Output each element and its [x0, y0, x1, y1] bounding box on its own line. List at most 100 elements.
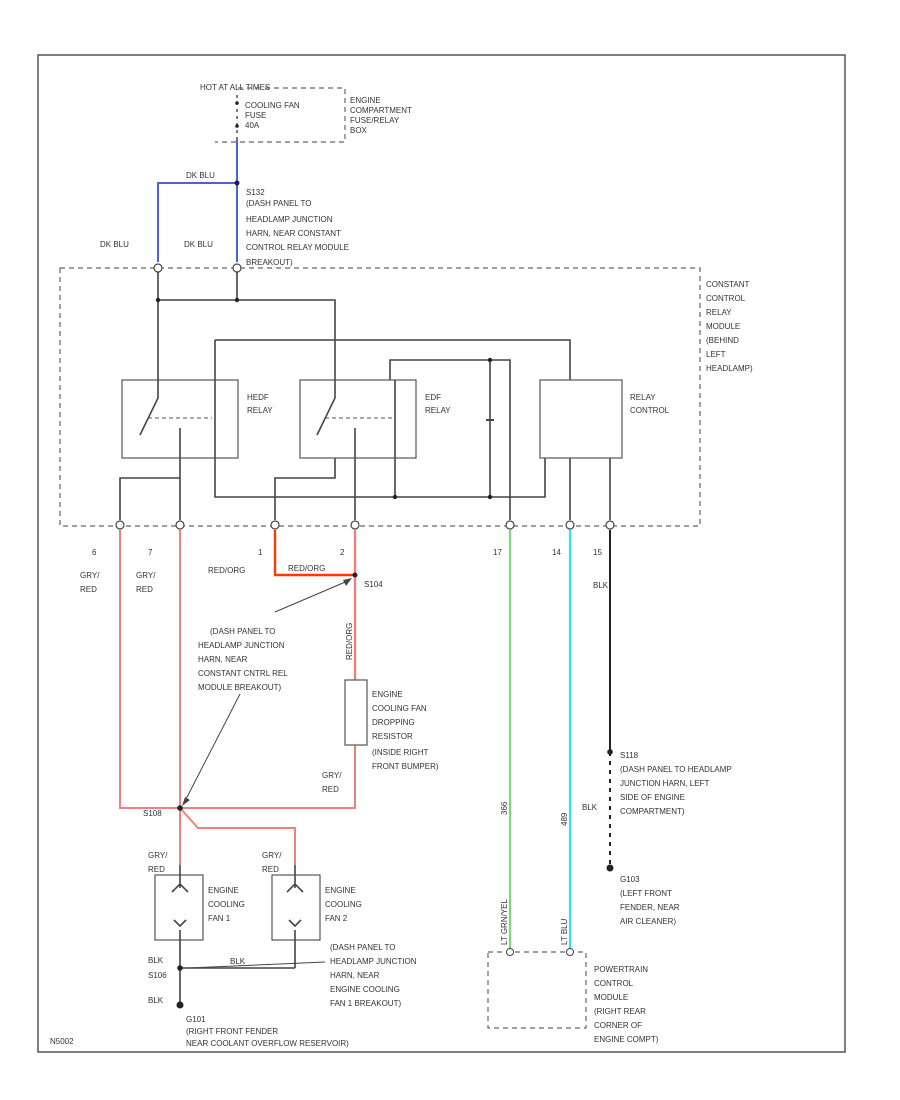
connector-pins	[115, 520, 615, 530]
s108-leader	[183, 693, 241, 804]
fan1-line-3: FAN 1	[208, 914, 231, 923]
splice-s132-id: S132	[246, 188, 265, 197]
dk-blu-wire-branch	[157, 182, 237, 262]
gry-red-mid-label-2: RED	[322, 785, 339, 794]
fuse-box-label-4: BOX	[350, 126, 368, 135]
splice-s108-id: S108	[143, 809, 162, 818]
fan1-line-1: ENGINE	[208, 886, 239, 895]
connector-pin-17	[505, 520, 515, 530]
note-dash-line-5: MODULE BREAKOUT)	[198, 683, 281, 692]
note-dash-line-1: (DASH PANEL TO	[210, 627, 276, 636]
s106-leader	[187, 961, 326, 969]
blue-wire-code: 489	[560, 812, 569, 826]
splice-s104-node	[352, 572, 358, 578]
note-dash-line-4: CONSTANT CNTRL REL	[198, 669, 288, 678]
module-line-5: (BEHIND	[706, 336, 739, 345]
gry-red-wire-mid	[180, 745, 356, 809]
gry-red-wire-left	[119, 530, 180, 809]
pin-number-2: 2	[340, 548, 345, 557]
internal-wiring	[119, 272, 611, 520]
note-s106-line-3: HARN, NEAR	[330, 971, 380, 980]
relay-module-dash	[59, 267, 701, 527]
fan1-line-2: COOLING	[208, 900, 245, 909]
blk-label-2: BLK	[582, 803, 598, 812]
dk-blu-label-1: DK BLU	[186, 171, 215, 180]
edf-relay-box	[299, 379, 417, 459]
resistor-line-5: (INSIDE RIGHT	[372, 748, 429, 757]
ground-g101-node	[176, 1001, 184, 1009]
footer-code: N5002	[50, 1037, 74, 1046]
junction-dot-1	[487, 357, 493, 363]
fuse-terminal-bottom	[235, 124, 239, 128]
splice-s132-node	[234, 180, 240, 186]
ground-g103-line-1: (LEFT FRONT	[620, 889, 672, 898]
red-org-vertical-label: RED/ORG	[345, 623, 354, 660]
splice-s118-line-4: COMPARTMENT)	[620, 807, 685, 816]
blk-label-1: BLK	[593, 581, 609, 590]
note-dash-line-2: HEADLAMP JUNCTION	[198, 641, 285, 650]
note-s106-line-4: ENGINE COOLING	[330, 985, 400, 994]
note-s106-line-5: FAN 1 BREAKOUT)	[330, 999, 401, 1008]
module-line-7: HEADLAMP)	[706, 364, 753, 373]
hedf-relay-label-2: RELAY	[247, 406, 273, 415]
ground-g101-line-2: NEAR COOLANT OVERFLOW RESERVOIR)	[186, 1039, 349, 1048]
red-org-label-2: RED/ORG	[288, 564, 325, 573]
blk-fan2-label: BLK	[230, 957, 246, 966]
fan2-line-3: FAN 2	[325, 914, 348, 923]
fan-2-motor-symbol	[286, 865, 304, 968]
pcm-line-5: CORNER OF	[594, 1021, 642, 1030]
relay-control-label-1: RELAY	[630, 393, 656, 402]
fan-1-motor-symbol	[171, 865, 189, 962]
module-line-1: CONSTANT	[706, 280, 750, 289]
note-s106-line-2: HEADLAMP JUNCTION	[330, 957, 417, 966]
module-line-4: MODULE	[706, 322, 740, 331]
dropping-resistor	[344, 679, 368, 746]
ground-g103-line-2: FENDER, NEAR	[620, 903, 680, 912]
pcm-line-6: ENGINE COMPT)	[594, 1035, 659, 1044]
junction-dot-5	[234, 297, 240, 303]
s104-leader	[274, 579, 351, 613]
pin-number-6: 6	[92, 548, 97, 557]
connector-pin-6	[115, 520, 125, 530]
splice-s106-node	[177, 965, 183, 971]
hedf-relay-switch	[139, 380, 216, 458]
splice-s106-id: S106	[148, 971, 167, 980]
splice-s118-line-3: SIDE OF ENGINE	[620, 793, 685, 802]
fuse-label-3: 40A	[245, 121, 260, 130]
module-line-6: LEFT	[706, 350, 726, 359]
blk-g101-label: BLK	[148, 996, 164, 1005]
fuse-box-label-3: FUSE/RELAY	[350, 116, 400, 125]
hot-label: HOT AT ALL TIMES	[200, 83, 270, 92]
note-dash-line-3: HARN, NEAR	[198, 655, 248, 664]
splice-s132-line-4: CONTROL RELAY MODULE	[246, 243, 349, 252]
ground-g103-id: G103	[620, 875, 640, 884]
relay-control-label-2: CONTROL	[630, 406, 670, 415]
ground-g101-id: G101	[186, 1015, 206, 1024]
pcm-line-4: (RIGHT REAR	[594, 1007, 646, 1016]
fuse-box-label-2: COMPARTMENT	[350, 106, 412, 115]
ground-g103-node	[606, 864, 614, 872]
resistor-line-3: DROPPING	[372, 718, 415, 727]
fuse-box-label-1: ENGINE	[350, 96, 381, 105]
gry-red-right-label-1: GRY/	[136, 571, 156, 580]
gry-red-wire-fan2	[179, 807, 296, 865]
hedf-relay-label-1: HEDF	[247, 393, 269, 402]
fuse-label-1: COOLING FAN	[245, 101, 300, 110]
edf-relay-label-1: EDF	[425, 393, 441, 402]
junction-dot-2	[487, 494, 493, 500]
pin-number-1: 1	[258, 548, 263, 557]
module-connector-right	[232, 263, 242, 273]
s108-arrow	[182, 797, 190, 806]
pcm-line-3: MODULE	[594, 993, 628, 1002]
connector-pin-14	[565, 520, 575, 530]
pcm-pin-left	[506, 948, 514, 956]
dk-blu-label-2: DK BLU	[100, 240, 129, 249]
edf-relay-label-2: RELAY	[425, 406, 451, 415]
fuse-label-2: FUSE	[245, 111, 266, 120]
pcm-line-1: POWERTRAIN	[594, 965, 648, 974]
edf-relay-switch	[316, 380, 396, 458]
splice-s118-node	[607, 749, 613, 755]
splice-s132-line-1: (DASH PANEL TO	[246, 199, 312, 208]
splice-s132-line-3: HARN, NEAR CONSTANT	[246, 229, 341, 238]
splice-s132-line-5: BREAKOUT)	[246, 258, 293, 267]
